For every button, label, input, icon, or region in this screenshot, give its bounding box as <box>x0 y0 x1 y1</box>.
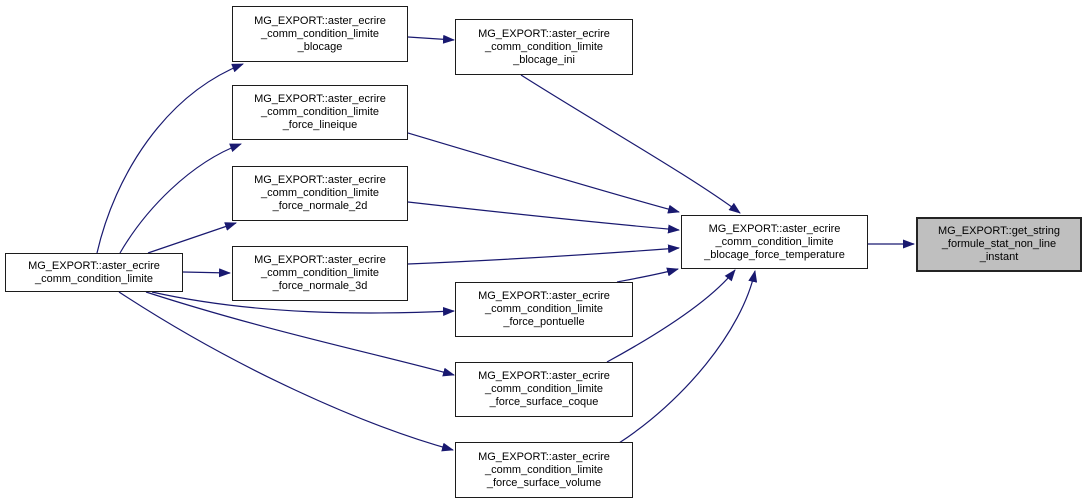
edge-blocage-to-blocage-ini <box>407 34 455 44</box>
node-label-line: _comm_condition_limite <box>261 267 379 279</box>
node-comm-condition-limite-blocage-ini[interactable]: MG_EXPORT::aster_ecrire _comm_condition_… <box>455 19 633 75</box>
edge-force-surface-coque-to-blocage-force-temperature <box>606 269 736 363</box>
node-comm-condition-limite-blocage-force-temperature[interactable]: MG_EXPORT::aster_ecrire _comm_condition_… <box>681 215 868 269</box>
node-comm-condition-limite-blocage[interactable]: MG_EXPORT::aster_ecrire _comm_condition_… <box>232 6 408 62</box>
node-label-line: _force_surface_volume <box>486 476 602 489</box>
node-comm-condition-limite-force-surface-volume[interactable]: MG_EXPORT::aster_ecrire _comm_condition_… <box>455 442 633 498</box>
node-label-line: _formule_stat_non_line <box>941 238 1057 250</box>
edge-force-pontuelle-to-blocage-force-temperature <box>616 267 679 283</box>
node-label-line: MG_EXPORT::aster_ecrire <box>708 222 841 235</box>
node-label-line: MG_EXPORT::aster_ecrire <box>478 27 610 40</box>
node-label-line: _comm_condition_limite <box>485 383 603 395</box>
node-label-line: MG_EXPORT::aster_ecrire <box>254 174 386 186</box>
edge-force-surface-volume-to-blocage-force-temperature <box>618 270 758 444</box>
node-label-line: _comm_condition_limite <box>485 463 603 476</box>
edge-comm-condition-limite-to-force-surface-coque <box>145 291 455 377</box>
node-label-line: _blocage_ini <box>513 53 575 66</box>
node-aster-ecrire-comm-condition-limite[interactable]: MG_EXPORT::aster_ecrire _comm_condition_… <box>5 253 183 292</box>
node-label-line: MG_EXPORT::aster_ecrire <box>478 450 610 463</box>
node-label-line: _blocage <box>297 40 343 53</box>
node-comm-condition-limite-force-normale-2d[interactable]: MG_EXPORT::aster_ecrire _comm_condition_… <box>232 166 408 221</box>
node-label-line: _force_normale_3d <box>272 280 368 292</box>
node-label-line: MG_EXPORT::aster_ecrire <box>478 370 610 382</box>
node-label-line: MG_EXPORT::aster_ecrire <box>28 259 160 272</box>
edge-force-normale-3d-to-blocage-force-temperature <box>407 244 680 265</box>
edge-force-lineique-to-blocage-force-temperature <box>407 132 680 214</box>
node-label-line: _comm_condition_limite <box>715 235 834 248</box>
node-comm-condition-limite-force-pontuelle[interactable]: MG_EXPORT::aster_ecrire _comm_condition_… <box>455 282 633 337</box>
edge-comm-condition-limite-to-force-normale-3d <box>182 268 231 278</box>
node-get-string-formule-stat-non-line-instant: MG_EXPORT::get_string _formule_stat_non_… <box>916 217 1082 272</box>
node-comm-condition-limite-force-lineique[interactable]: MG_EXPORT::aster_ecrire _comm_condition_… <box>232 85 408 140</box>
node-label-line: _force_surface_coque <box>489 396 599 408</box>
node-label-line: _blocage_force_temperature <box>704 248 845 261</box>
edge-force-normale-2d-to-blocage-force-temperature <box>407 201 680 234</box>
node-label-line: _comm_condition_limite <box>485 303 603 315</box>
edge-comm-condition-limite-to-force-surface-volume <box>118 291 454 452</box>
edge-comm-condition-limite-to-force-pontuelle <box>151 291 455 316</box>
edge-blocage-ini-to-blocage-force-temperature <box>520 74 741 214</box>
node-label-line: _force_normale_2d <box>272 200 368 212</box>
node-label-line: _comm_condition_limite <box>35 272 153 285</box>
node-comm-condition-limite-force-surface-coque[interactable]: MG_EXPORT::aster_ecrire _comm_condition_… <box>455 362 633 417</box>
edge-comm-condition-limite-to-force-lineique <box>119 143 242 254</box>
node-label-line: _comm_condition_limite <box>261 27 379 40</box>
node-label-line: MG_EXPORT::aster_ecrire <box>254 254 386 266</box>
node-label-line: MG_EXPORT::aster_ecrire <box>254 14 386 27</box>
edge-comm-condition-limite-to-blocage <box>96 63 244 254</box>
node-label-line: _comm_condition_limite <box>261 187 379 199</box>
edge-comm-condition-limite-to-force-normale-2d <box>147 222 237 254</box>
node-label-line: _comm_condition_limite <box>261 106 379 118</box>
node-label-line: MG_EXPORT::aster_ecrire <box>254 93 386 105</box>
node-label-line: _instant <box>979 251 1019 263</box>
node-label-line: _force_pontuelle <box>503 316 585 328</box>
node-label-line: _comm_condition_limite <box>485 40 603 53</box>
node-label-line: _force_lineique <box>282 119 358 131</box>
node-comm-condition-limite-force-normale-3d[interactable]: MG_EXPORT::aster_ecrire _comm_condition_… <box>232 246 408 301</box>
node-label-line: MG_EXPORT::aster_ecrire <box>478 290 610 302</box>
node-label-line: MG_EXPORT::get_string <box>937 225 1061 237</box>
